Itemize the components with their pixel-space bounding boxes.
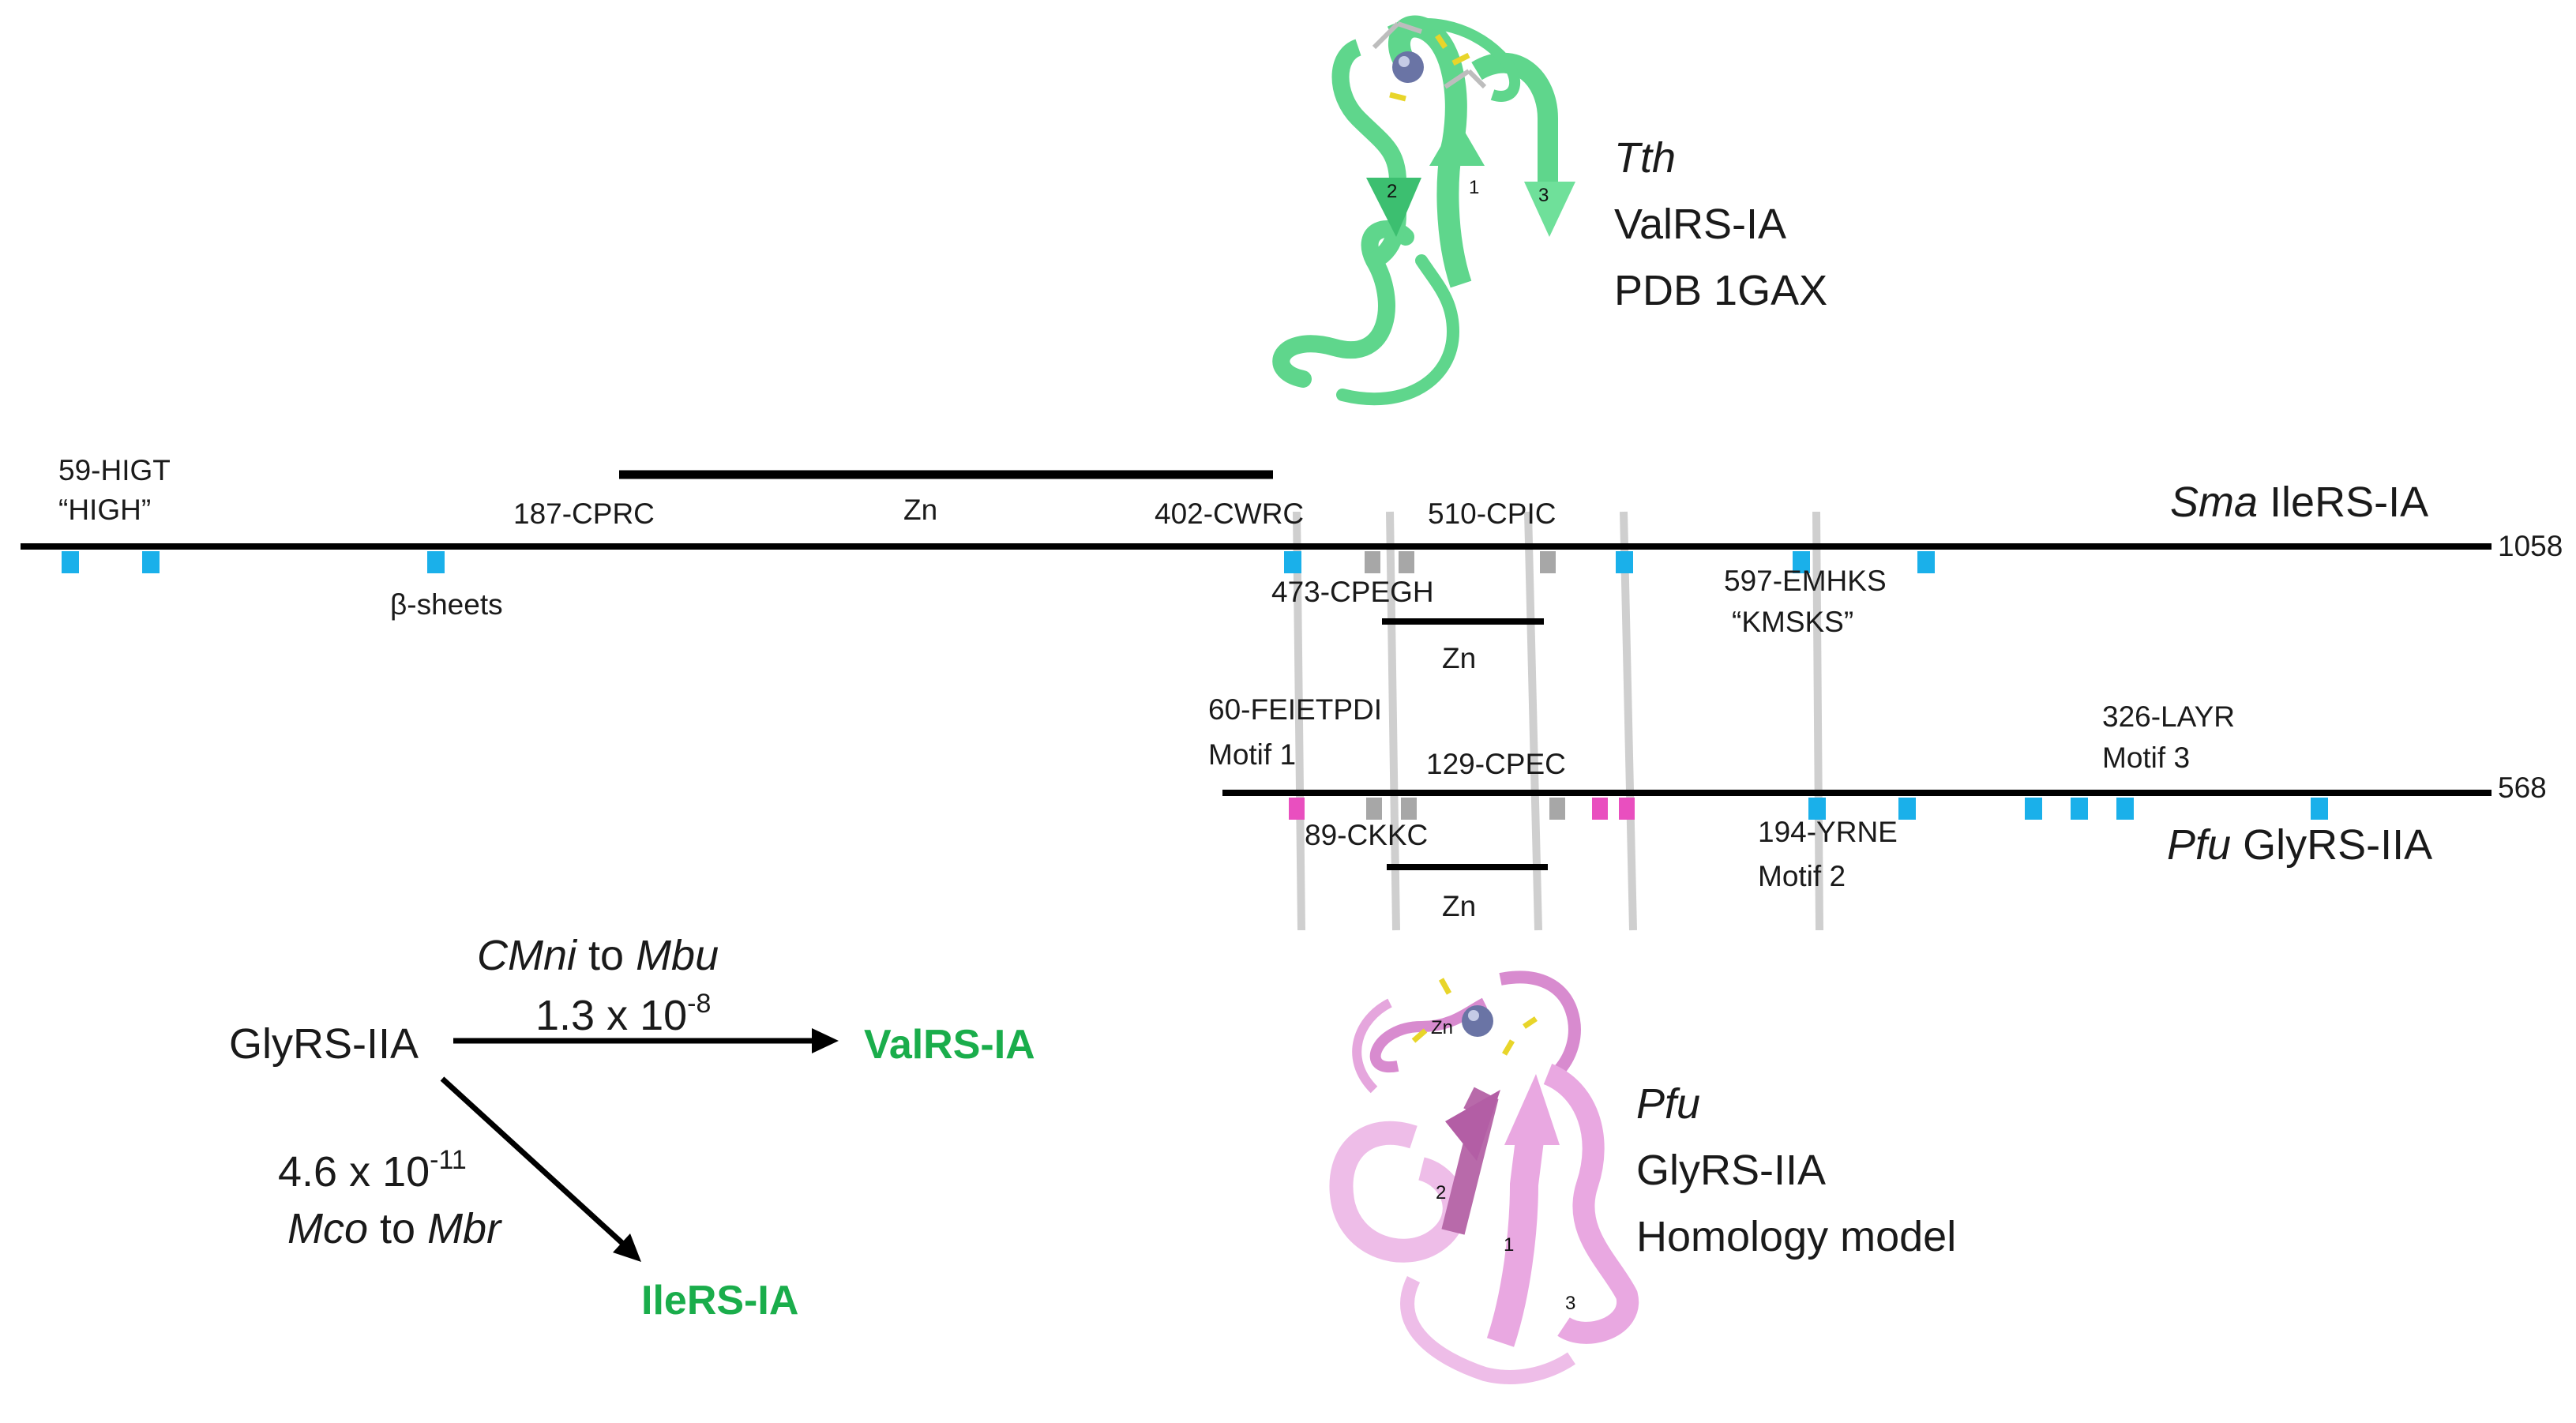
- pfu-structure-model: Homology model: [1636, 1213, 1956, 1260]
- pfu-marker-ckkc-1: [1366, 798, 1382, 820]
- sma-org: Sma: [2170, 479, 2258, 526]
- arrow-to-ilers: [440, 1076, 626, 1247]
- pfu-marker-cyan-5: [2116, 798, 2134, 820]
- tth-org: Tth: [1614, 134, 1676, 182]
- pfu-marker-ckkc-2: [1401, 798, 1417, 820]
- bottom-route-mid: to: [368, 1205, 427, 1252]
- connector-5: [1812, 511, 1823, 931]
- pfu-marker-cyan-6: [2311, 798, 2328, 820]
- sma-label-cpegh: 473-CPEGH: [1271, 576, 1434, 608]
- pfu-strand-label-1: 1: [1504, 1234, 1514, 1256]
- pfu-label-cpec: 129-CPEC: [1426, 748, 1566, 780]
- pfu-zn-atom-label: Zn: [1431, 1017, 1453, 1038]
- top-pvalue-exp: -8: [687, 989, 711, 1019]
- tth-strand-label-3: 3: [1538, 185, 1549, 206]
- pfu-structure-org: Pfu: [1636, 1080, 1700, 1128]
- sma-label-zn-main: Zn: [903, 494, 937, 526]
- bottom-pvalue: 4.6 x 10-11: [278, 1145, 467, 1196]
- sma-marker-cyan-4: [1616, 551, 1633, 573]
- pfu-marker-cyan-2: [1898, 798, 1916, 820]
- sma-length: 1058: [2498, 530, 2563, 562]
- top-route-b: Mbu: [636, 932, 719, 979]
- bottom-pvalue-exp: -11: [430, 1145, 467, 1175]
- pfu-label-feietpdi: 60-FEIETPDI: [1208, 693, 1382, 726]
- pfu-marker-motif1: [1289, 798, 1305, 820]
- sma-enzyme: IleRS-IA: [2258, 479, 2428, 526]
- pfu-marker-cpec: [1549, 798, 1565, 820]
- sma-marker-higt-2: [142, 551, 160, 573]
- pfu-org: Pfu: [2167, 821, 2231, 869]
- connector-4: [1620, 511, 1637, 931]
- pfu-label-motif3: Motif 3: [2102, 742, 2190, 774]
- sma-label-cwrc: 402-CWRC: [1155, 497, 1304, 530]
- sma-sequence-bar: 59-HIGT “HIGH” 187-CPRC Zn 402-CWRC 510-…: [21, 454, 2563, 674]
- top-route-mid: to: [576, 932, 636, 979]
- top-pvalue: 1.3 x 10-8: [535, 989, 711, 1039]
- sma-label-beta-sheets: β-sheets: [390, 588, 503, 621]
- bottom-route-a: Mco: [287, 1205, 368, 1252]
- pfu-length: 568: [2498, 772, 2547, 804]
- sma-marker-higt-1: [62, 551, 79, 573]
- tth-enzyme: ValRS-IA: [1614, 201, 1786, 248]
- sma-label-zn-sub: Zn: [1442, 642, 1476, 674]
- sma-label-high: “HIGH”: [58, 494, 151, 526]
- pfu-marker-yrne: [1808, 798, 1826, 820]
- sma-label-emhks: 597-EMHKS: [1724, 565, 1887, 597]
- connector-1: [1293, 511, 1305, 931]
- bottom-route: Mco to Mbr: [287, 1205, 502, 1252]
- tth-strand-label-1: 1: [1469, 177, 1479, 198]
- top-route-a: CMni: [477, 932, 578, 979]
- ilers-target: IleRS-IA: [641, 1278, 798, 1324]
- pfu-structure-enzyme: GlyRS-IIA: [1636, 1147, 1826, 1194]
- sma-marker-cpegh-2: [1399, 551, 1414, 573]
- tth-strand-label-2: 2: [1387, 181, 1397, 202]
- pfu-marker-cyan-3: [2025, 798, 2042, 820]
- sma-marker-cpic: [1540, 551, 1556, 573]
- pfu-label-zn: Zn: [1442, 890, 1476, 922]
- sma-label-cpic: 510-CPIC: [1428, 497, 1556, 530]
- bottom-route-b: Mbr: [427, 1205, 502, 1252]
- alignment-connectors: [1293, 511, 1823, 931]
- pfu-title: Pfu GlyRS-IIA: [2167, 821, 2432, 869]
- pfu-marker-pink-3: [1619, 798, 1635, 820]
- pfu-label-yrne: 194-YRNE: [1758, 816, 1898, 848]
- top-route: CMni to Mbu: [477, 932, 719, 979]
- bottom-pvalue-base: 4.6 x 10: [278, 1148, 430, 1196]
- tth-valrs-structure-image: [1272, 15, 1575, 406]
- pfu-sequence-bar: 60-FEIETPDI Motif 1 129-CPEC 326-LAYR Mo…: [1208, 693, 2547, 922]
- evolution-arrows: [440, 1028, 839, 1262]
- sma-marker-emhks: [1793, 551, 1810, 573]
- source-enzyme: GlyRS-IIA: [229, 1020, 419, 1068]
- sma-marker-cpegh-1: [1365, 551, 1380, 573]
- top-pvalue-base: 1.3 x 10: [535, 992, 687, 1039]
- sma-label-cprc: 187-CPRC: [513, 497, 655, 530]
- valrs-target: ValRS-IA: [864, 1022, 1035, 1068]
- pfu-label-motif1: Motif 1: [1208, 738, 1296, 771]
- pfu-glyrs-structure-image: [1329, 971, 1639, 1384]
- pfu-strand-label-2: 2: [1436, 1182, 1446, 1203]
- sma-label-higt: 59-HIGT: [58, 454, 171, 486]
- sma-marker-beta: [427, 551, 445, 573]
- pfu-label-ckkc: 89-CKKC: [1305, 819, 1428, 851]
- pfu-label-layr: 326-LAYR: [2102, 700, 2235, 733]
- tth-pdb: PDB 1GAX: [1614, 267, 1827, 314]
- sma-marker-cyan-6: [1917, 551, 1935, 573]
- pfu-enzyme: GlyRS-IIA: [2231, 821, 2432, 869]
- pfu-label-motif2: Motif 2: [1758, 860, 1846, 892]
- pfu-marker-pink-2: [1592, 798, 1608, 820]
- sma-marker-cwrc: [1284, 551, 1301, 573]
- pfu-strand-label-3: 3: [1565, 1293, 1575, 1314]
- pfu-marker-cyan-4: [2071, 798, 2088, 820]
- connector-2: [1386, 511, 1400, 931]
- sma-label-kmsks: “KMSKS”: [1732, 606, 1853, 638]
- sma-title: Sma IleRS-IA: [2170, 479, 2428, 526]
- connector-3: [1524, 511, 1542, 931]
